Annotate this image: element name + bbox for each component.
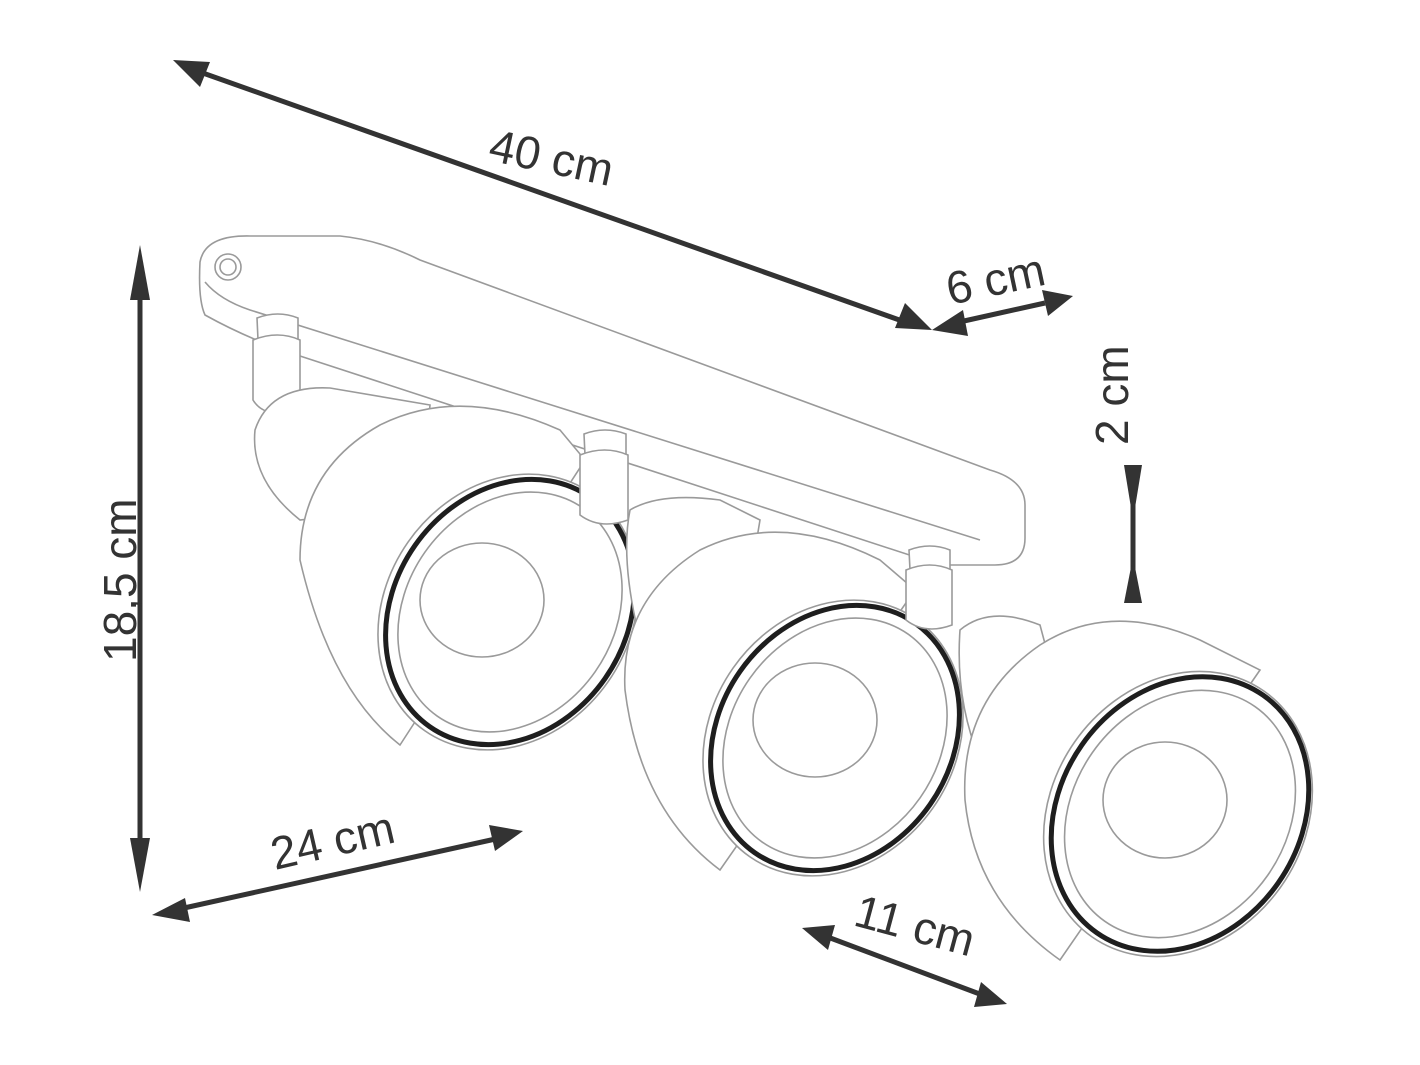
dimension-plate-thickness: 2 cm	[1086, 345, 1142, 603]
dimension-height-label: 18,5 cm	[94, 498, 146, 662]
dimension-length-label: 40 cm	[485, 119, 618, 196]
dimension-depth: 24 cm	[152, 801, 523, 922]
ce-mark-icon	[214, 253, 242, 281]
dimension-height: 18,5 cm	[94, 245, 150, 892]
spot-light-3	[905, 564, 1314, 962]
lamp-illustration	[198, 235, 1314, 962]
dimension-depth-label: 24 cm	[266, 801, 400, 880]
spot-light-1	[252, 334, 639, 751]
dimension-shade-diameter: 11 cm	[802, 884, 1007, 1007]
dimension-width: 6 cm	[932, 243, 1073, 336]
dimension-plate-thickness-label: 2 cm	[1086, 345, 1138, 445]
spot-light-2	[579, 449, 964, 877]
mounting-plate	[198, 235, 1026, 566]
